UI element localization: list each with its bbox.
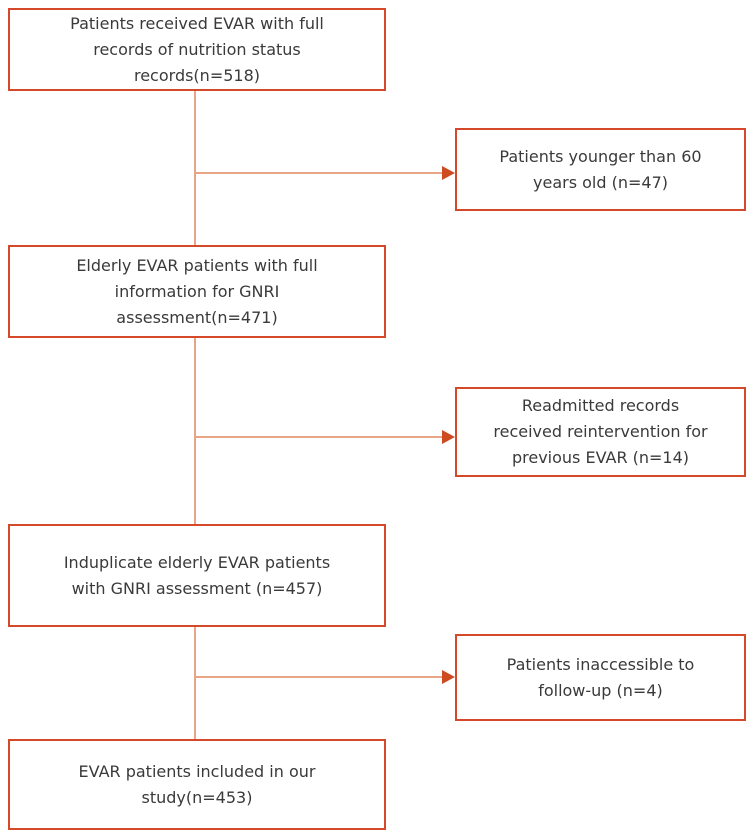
flow-box-unduplicated-cohort: Induplicate elderly EVAR patients with G… <box>8 524 386 627</box>
connector-horizontal-1 <box>195 172 442 174</box>
connector-horizontal-2 <box>195 436 442 438</box>
flow-box-unduplicated-cohort-label: Induplicate elderly EVAR patients with G… <box>63 552 331 598</box>
arrow-right-icon <box>442 166 455 180</box>
flow-box-elderly-cohort: Elderly EVAR patients with full informat… <box>8 245 386 338</box>
connector-horizontal-3 <box>195 676 442 678</box>
exclusion-box-lost-followup: Patients inaccessible to follow-up (n=4) <box>455 634 746 721</box>
exclusion-box-readmitted: Readmitted records received reinterventi… <box>455 387 746 477</box>
flow-box-elderly-cohort-label: Elderly EVAR patients with full informat… <box>76 255 318 327</box>
flow-box-final-cohort-label: EVAR patients included in our study(n=45… <box>78 761 316 807</box>
arrow-right-icon <box>442 670 455 684</box>
exclusion-box-younger-than-60-label: Patients younger than 60 years old (n=47… <box>499 146 702 192</box>
exclusion-box-younger-than-60: Patients younger than 60 years old (n=47… <box>455 128 746 211</box>
connector-vertical-3 <box>194 627 196 739</box>
connector-vertical-2 <box>194 338 196 524</box>
arrow-right-icon <box>442 430 455 444</box>
exclusion-box-lost-followup-label: Patients inaccessible to follow-up (n=4) <box>506 654 695 700</box>
flow-box-initial-cohort-label: Patients received EVAR with full records… <box>70 13 324 85</box>
exclusion-box-readmitted-label: Readmitted records received reinterventi… <box>493 396 708 467</box>
connector-vertical-1 <box>194 91 196 245</box>
flow-box-initial-cohort: Patients received EVAR with full records… <box>8 8 386 91</box>
flow-box-final-cohort: EVAR patients included in our study(n=45… <box>8 739 386 830</box>
